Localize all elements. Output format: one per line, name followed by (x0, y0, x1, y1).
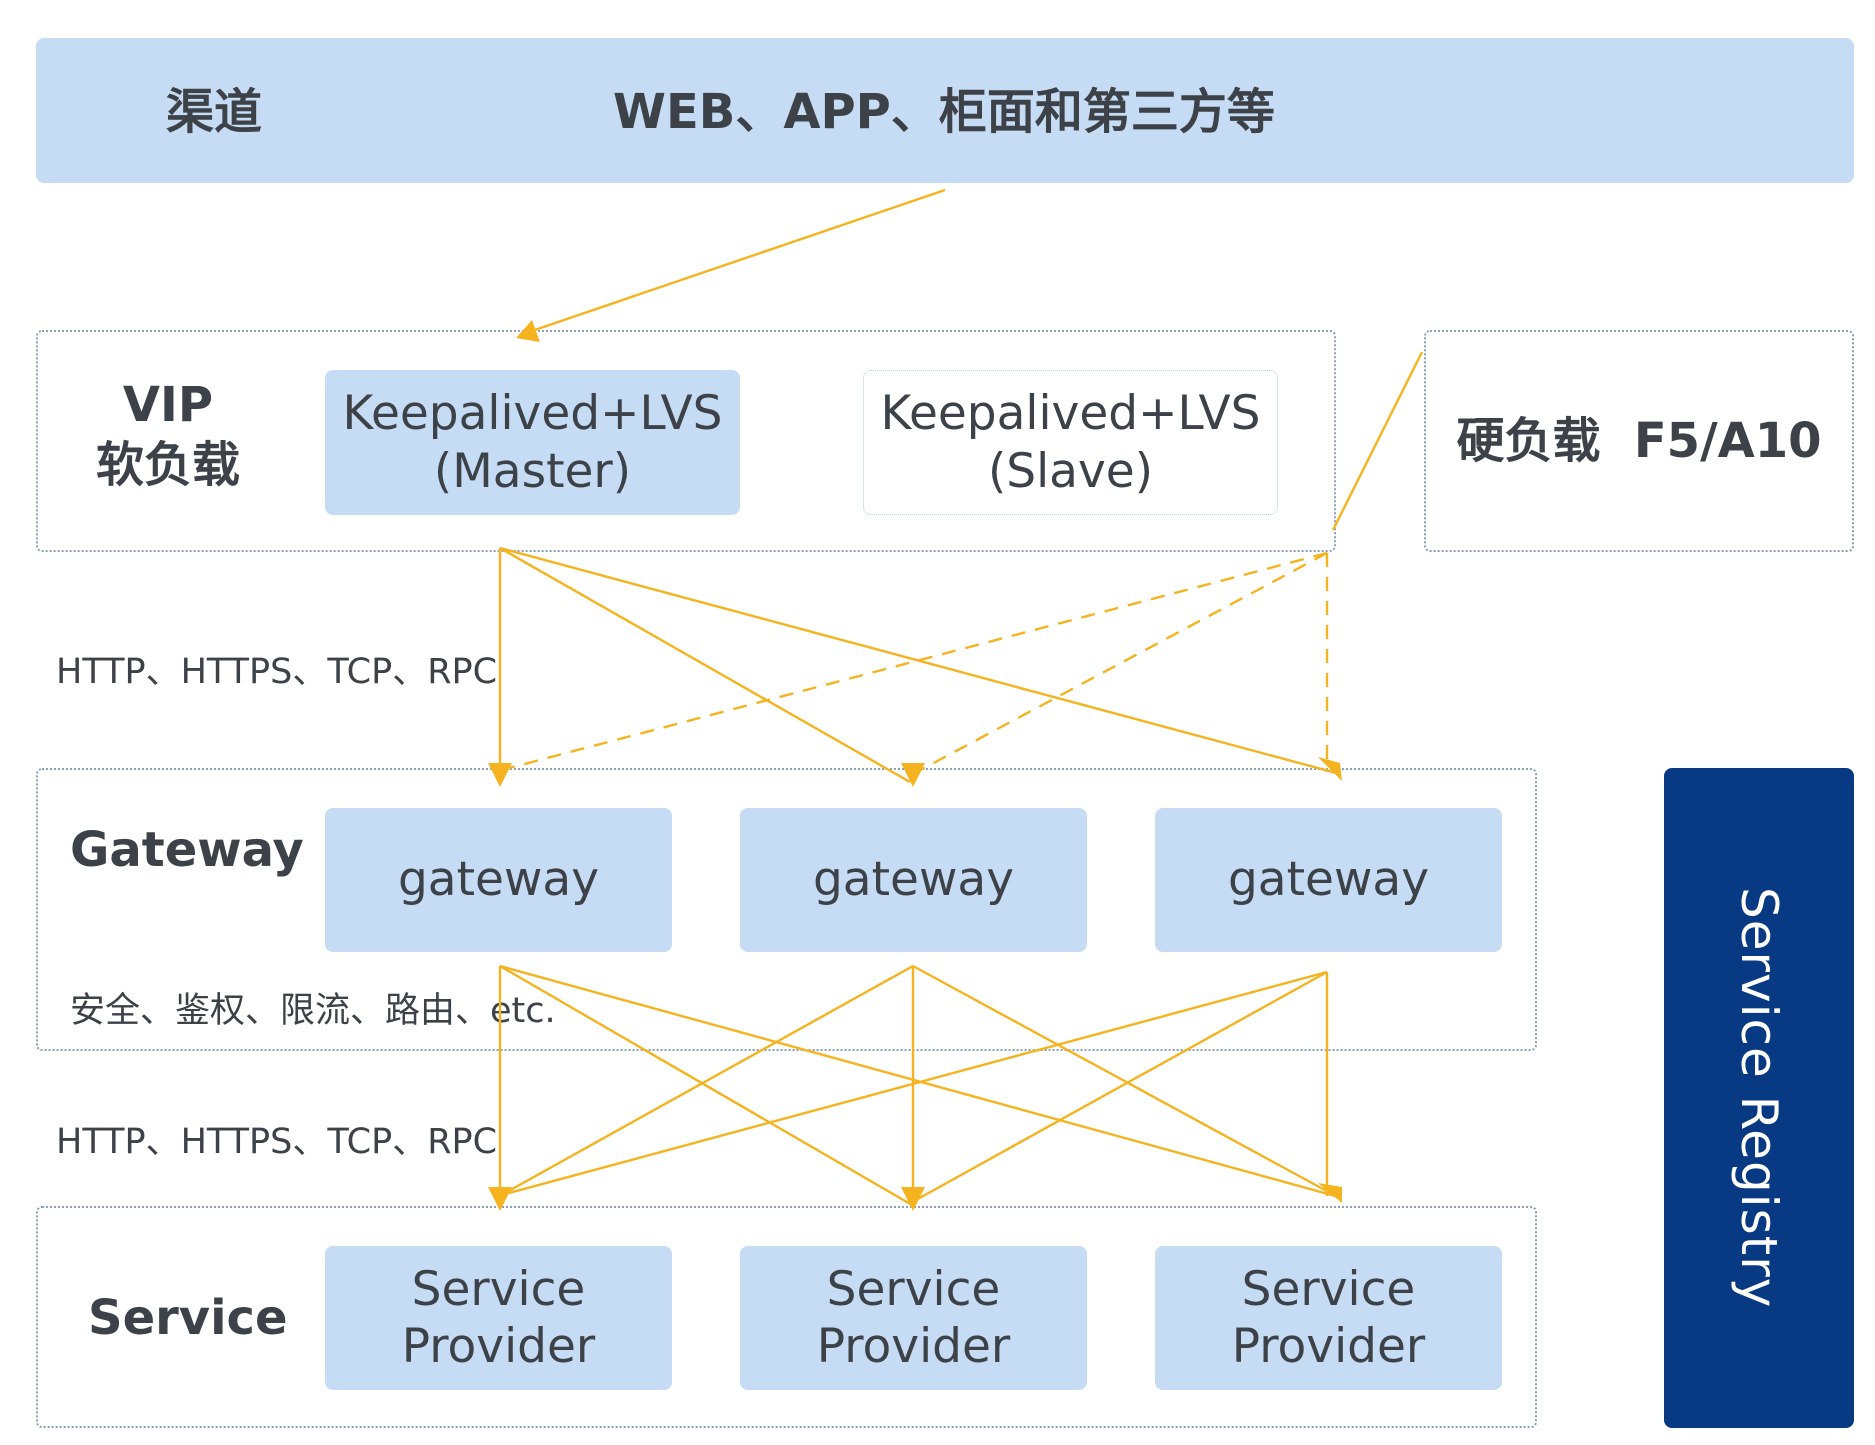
arrow-master-to-gateway-3 (499, 546, 1341, 776)
service-provider-2: Service Provider (740, 1246, 1087, 1390)
arrow-master-to-gateway-2 (499, 546, 911, 784)
lvs-slave-box: Keepalived+LVS (Slave) (863, 370, 1278, 515)
arrow-channel-to-master (519, 188, 946, 337)
gateway-features: 安全、鉴权、限流、路由、etc. (70, 991, 556, 1031)
service-registry: Service Registry (1664, 768, 1854, 1428)
line-hardware-to-vip (1331, 351, 1424, 531)
gateway-node-3: gateway (1155, 808, 1502, 952)
lvs-master-line1: Keepalived+LVS (342, 386, 723, 442)
service-provider-line2: Provider (816, 1319, 1011, 1374)
service-provider-3: Service Provider (1155, 1246, 1502, 1390)
service-provider-line1: Service (411, 1261, 586, 1317)
gateway-node-label: gateway (812, 852, 1015, 908)
service-provider-line1: Service (826, 1261, 1001, 1317)
gateway-node-2: gateway (740, 808, 1087, 952)
channel-bar: 渠道 WEB、APP、柜面和第三方等 (36, 38, 1854, 183)
service-provider-line1: Service (1241, 1261, 1416, 1317)
lvs-master-box: Keepalived+LVS (Master) (325, 370, 740, 515)
service-provider-1: Service Provider (325, 1246, 672, 1390)
lvs-master-line2: (Master) (433, 443, 632, 499)
service-label: Service (88, 1290, 288, 1346)
arrow-hw-to-gateway-1 (493, 551, 1328, 774)
service-provider-line2: Provider (401, 1319, 596, 1374)
protocol-label-upper: HTTP、HTTPS、TCP、RPC (56, 652, 498, 692)
lvs-slave-line1: Keepalived+LVS (880, 386, 1261, 442)
gateway-node-label: gateway (1227, 852, 1430, 908)
channel-content: WEB、APP、柜面和第三方等 (613, 84, 1275, 140)
service-registry-label: Service Registry (1730, 887, 1788, 1309)
arrow-hw-to-gateway-2 (912, 551, 1328, 776)
gateway-label: Gateway (70, 822, 304, 878)
gateway-node-1: gateway (325, 808, 672, 952)
protocol-label-lower: HTTP、HTTPS、TCP、RPC (56, 1122, 498, 1162)
service-provider-line2: Provider (1231, 1319, 1426, 1374)
lvs-slave-line2: (Slave) (987, 443, 1154, 499)
arrowhead (1318, 1183, 1342, 1203)
vip-label-line1: VIP (122, 377, 214, 433)
channel-label: 渠道 (166, 84, 263, 140)
hardware-lb-box: 硬负载 F5/A10 (1424, 330, 1854, 552)
vip-label: VIP 软负载 (78, 370, 258, 500)
hardware-lb-label: 硬负载 F5/A10 (1456, 413, 1822, 469)
gateway-node-label: gateway (397, 852, 600, 908)
vip-label-line2: 软负载 (95, 437, 240, 493)
